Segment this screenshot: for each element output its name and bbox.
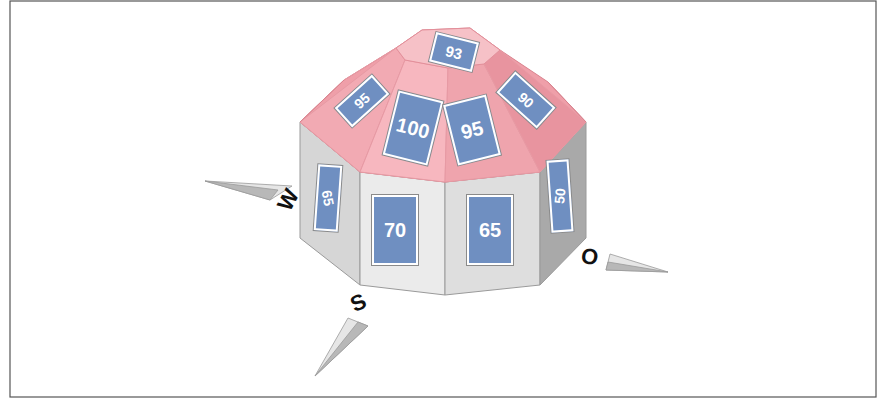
- panel-value: 65: [320, 189, 337, 207]
- frame: [10, 1, 876, 397]
- panel-value: 65: [479, 220, 501, 240]
- window-panel: 65: [314, 164, 343, 232]
- panel-value: 100: [394, 114, 431, 141]
- window-panel: 70: [372, 195, 418, 265]
- panel-value: 93: [444, 43, 464, 62]
- panel-value: 70: [384, 220, 406, 240]
- panel-value: 95: [352, 91, 373, 112]
- panel-value: 95: [459, 118, 485, 143]
- window-panel: 65: [467, 195, 513, 265]
- panel-value: 50: [552, 188, 568, 205]
- building-roof: [300, 28, 586, 182]
- panel-value: 90: [516, 90, 537, 111]
